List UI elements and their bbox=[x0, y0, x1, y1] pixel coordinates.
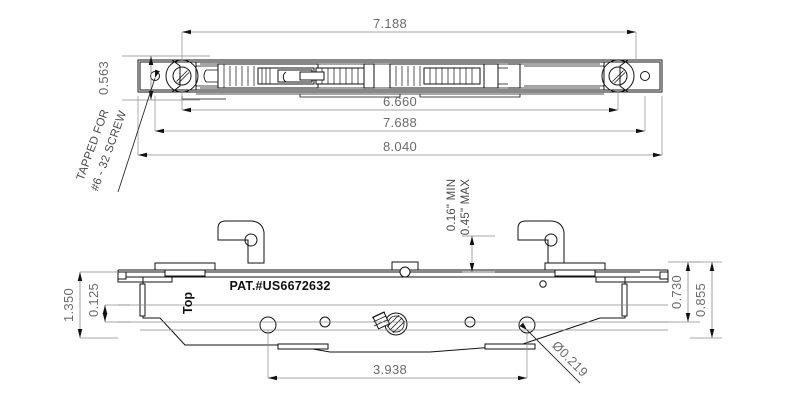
side-view-dimensions: 1.350 0.125 0.730 0.855 3.938 0.16" MIN bbox=[61, 179, 722, 384]
dim-text-7188: 7.188 bbox=[373, 16, 407, 31]
right-hook-pin-hole bbox=[544, 233, 558, 247]
side-view-markings: PAT.#US6672632 Top bbox=[181, 279, 330, 314]
right-rail-lines bbox=[524, 65, 604, 87]
ext-1350 bbox=[80, 271, 118, 339]
side-left-riser bbox=[154, 262, 216, 271]
side-left-tab-end bbox=[117, 271, 127, 280]
dim-text-0125: 0.125 bbox=[86, 283, 101, 317]
dim-text-7688: 7.688 bbox=[383, 115, 417, 130]
right-latch-hook bbox=[517, 220, 565, 264]
bottom-notch-right bbox=[419, 94, 521, 98]
centre-boss-hole bbox=[399, 266, 411, 278]
right-screw-slot bbox=[612, 70, 624, 82]
dim-text-0855: 0.855 bbox=[693, 283, 708, 317]
dim-text-1350: 1.350 bbox=[61, 288, 76, 322]
dim-text-6660: 6.660 bbox=[383, 94, 417, 109]
gap-note-min-text: 0.16" MIN bbox=[446, 179, 458, 232]
left-latch-hook bbox=[217, 220, 265, 264]
orientation-label-top: Top bbox=[181, 292, 195, 314]
right-screw-head bbox=[608, 66, 628, 86]
dim-text-8040: 8.040 bbox=[383, 139, 417, 154]
top-view-geometry bbox=[137, 59, 663, 100]
lower-slot-left bbox=[277, 343, 329, 350]
left-screw-slot bbox=[176, 70, 188, 82]
top-view-dimensions: 0.563 7.188 6.660 7.688 8.040 bbox=[96, 16, 663, 158]
top-view-outer-plate bbox=[139, 61, 661, 91]
side-right-riser-base bbox=[554, 269, 596, 277]
plunger-shaft bbox=[299, 71, 325, 81]
tapped-screw-note: TAPPED FOR #6 - 32 SCREW bbox=[75, 69, 160, 193]
centre-plunger bbox=[282, 63, 375, 89]
side-right-tab-end bbox=[659, 271, 669, 280]
side-right-riser bbox=[544, 262, 606, 271]
patent-marking: PAT.#US6672632 bbox=[229, 279, 330, 293]
ext-0125 bbox=[105, 304, 130, 323]
left-screw-head bbox=[172, 66, 192, 86]
plunger-stop bbox=[363, 63, 375, 89]
bottom-edge-detail bbox=[181, 96, 226, 100]
right-block-inner bbox=[423, 67, 481, 85]
side-left-riser-base bbox=[164, 269, 206, 277]
dim-text-0563: 0.563 bbox=[96, 61, 111, 95]
left-hook-pin-hole bbox=[244, 233, 258, 247]
ext-0855 bbox=[690, 261, 722, 339]
right-block-stop bbox=[483, 63, 499, 89]
side-right-rib bbox=[621, 283, 628, 317]
right-block-end bbox=[508, 63, 521, 89]
gap-note-max-text: 0.45" MAX bbox=[460, 179, 472, 236]
right-tab-hole bbox=[640, 71, 650, 81]
side-left-rib bbox=[139, 283, 146, 317]
bottom-notch-left bbox=[299, 94, 401, 98]
lower-slot-right bbox=[484, 343, 536, 350]
right-mechanism-block bbox=[389, 63, 521, 89]
plunger-cap bbox=[282, 71, 287, 83]
diameter-leader bbox=[519, 322, 581, 384]
small-screw-dot bbox=[539, 280, 547, 288]
top-view-left-tab bbox=[137, 59, 181, 93]
tapped-note-leader bbox=[117, 69, 160, 193]
right-screw-slot-2 bbox=[614, 72, 626, 84]
dim-text-0730: 0.730 bbox=[669, 275, 684, 309]
knurled-adjuster bbox=[371, 311, 408, 336]
left-screw-slot-2 bbox=[178, 72, 190, 84]
top-view-right-tab bbox=[619, 59, 663, 93]
side-view-geometry bbox=[117, 220, 669, 353]
dim-text-3938: 3.938 bbox=[373, 362, 407, 377]
